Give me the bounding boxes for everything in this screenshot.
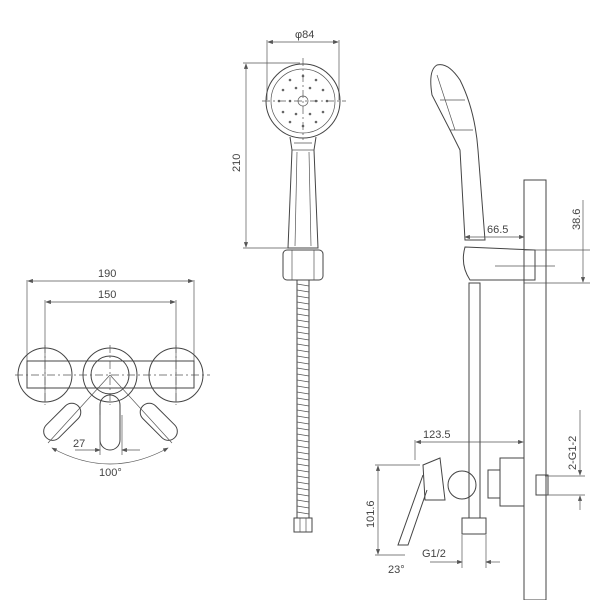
dim-length: 210 xyxy=(231,154,243,172)
dim-holder-offset: 66.5 xyxy=(487,224,508,236)
dim-mixer-height: 101.6 xyxy=(365,500,377,528)
dim-lever-angle: 23° xyxy=(388,564,405,576)
dim-overall-width: 190 xyxy=(98,268,116,280)
dim-inlet-thread: 2-G1-2 xyxy=(567,436,579,470)
handshower-front-view: φ84 210 xyxy=(231,29,346,533)
dim-head-diameter: φ84 xyxy=(295,29,314,41)
dim-holder-height: 38.6 xyxy=(571,209,583,230)
dim-inlet-spacing: 150 xyxy=(98,289,116,301)
mixer-top-view: 190 150 100° 27 xyxy=(15,268,210,479)
dim-handle-width: 27 xyxy=(73,438,85,450)
dim-outlet-thread: G1/2 xyxy=(422,548,446,560)
dim-mixer-depth: 123.5 xyxy=(423,429,451,441)
shower-hose xyxy=(296,279,310,519)
side-view: 66.5 38.6 123.5 101.6 23° G1/2 xyxy=(365,64,590,600)
dim-rotation-angle: 100° xyxy=(99,467,122,479)
